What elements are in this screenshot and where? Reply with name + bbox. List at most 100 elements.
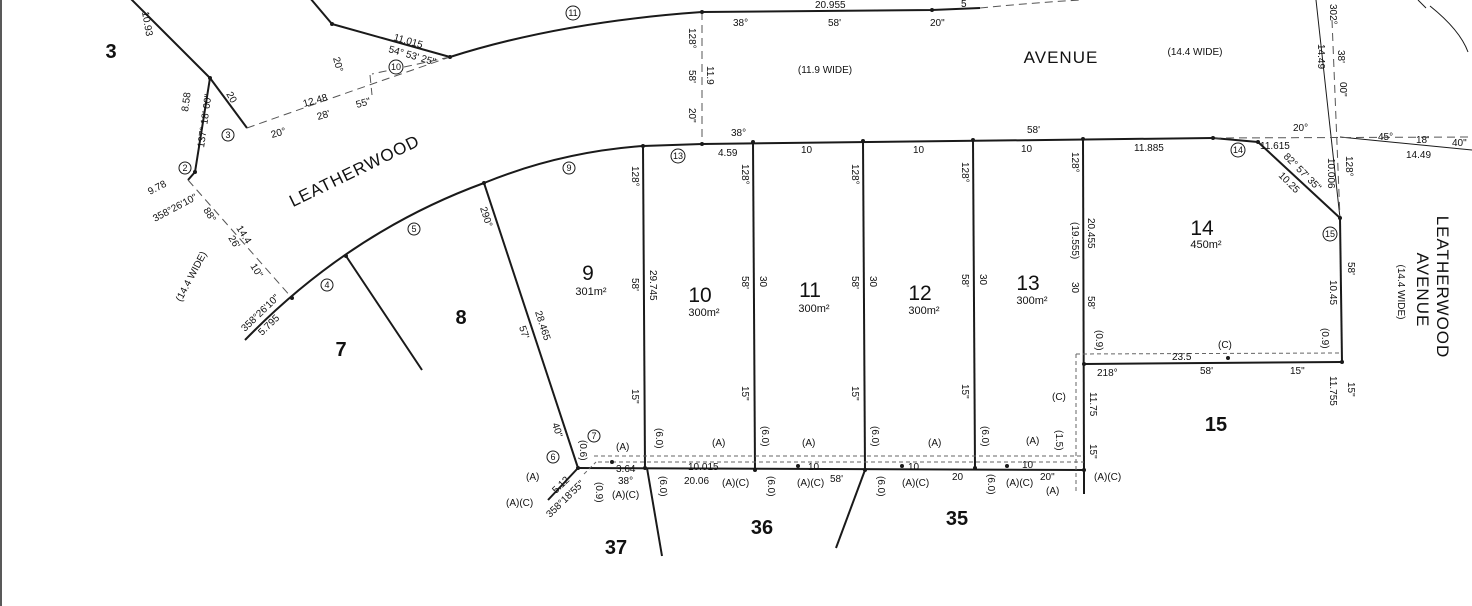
dimension: 12.48 — [302, 92, 330, 110]
dimension: 20° — [330, 56, 345, 73]
dimension: (0.9) — [1319, 328, 1330, 349]
dimension: 10.006 — [1325, 158, 1336, 189]
lot-number: 11 — [799, 279, 821, 302]
lot-boundary — [194, 77, 211, 173]
dimension: 10 — [913, 145, 925, 156]
lot-boundary — [130, 0, 211, 79]
road-centreline — [369, 74, 373, 96]
neighbour-lot: 7 — [335, 339, 346, 361]
svg-text:5: 5 — [411, 224, 416, 234]
svg-text:2: 2 — [182, 163, 187, 173]
dimension: 15" — [1290, 366, 1305, 377]
dimension: 10 — [801, 145, 813, 156]
dimension: (6.0) — [759, 426, 770, 447]
road-name-avenue: AVENUE — [1024, 48, 1099, 67]
dimension: 20 — [952, 472, 964, 483]
lot-number: 10 — [688, 284, 711, 307]
dimension: 10.015 — [688, 462, 719, 473]
lot-boundary — [835, 469, 866, 549]
dimension: 137° 18' 00" — [196, 93, 214, 148]
road-centreline — [246, 56, 451, 129]
frontage-line — [701, 137, 1214, 145]
leatherwood-boundary — [244, 143, 703, 341]
svg-text:6: 6 — [550, 452, 555, 462]
dimension: 20.455 — [1085, 218, 1096, 249]
dimension: 10.45 — [1327, 280, 1338, 305]
dimension: 11.615 — [1260, 141, 1290, 152]
svg-text:9: 9 — [566, 163, 571, 173]
neighbour-lot: 8 — [455, 307, 466, 329]
lot-area: 300m² — [688, 307, 720, 319]
neighbour-lot-labels: 3 7 8 15 35 36 37 — [105, 41, 1227, 559]
dimension: 00" — [1337, 82, 1348, 97]
svg-text:14: 14 — [1233, 145, 1243, 155]
svg-text:11: 11 — [568, 8, 577, 18]
dimension: 302° — [1327, 4, 1338, 25]
point-marker: 15 — [1322, 226, 1338, 242]
road-centreline — [1212, 136, 1472, 139]
point-marker: 2 — [178, 161, 192, 175]
easement-line — [187, 179, 293, 299]
dimension: 20.955 — [815, 0, 846, 11]
dimension: 10.93 — [139, 11, 154, 38]
dimension: 15" — [849, 386, 860, 401]
easement-line — [1075, 352, 1341, 355]
point-marker: 6 — [546, 450, 560, 464]
lot-boundary — [483, 182, 579, 469]
dimension: 38° — [618, 476, 633, 487]
rear-boundary — [577, 467, 1085, 471]
lot-labels: 9 301m² 10 300m² 11 300m² 12 300m² 13 30… — [575, 217, 1222, 319]
lot-boundary — [642, 145, 646, 469]
dimension: (6.0) — [875, 476, 886, 497]
lot-boundary — [547, 467, 579, 501]
svg-text:15: 15 — [1325, 229, 1335, 239]
dimension: 15" — [629, 389, 640, 404]
road-name-leatherwood: LEATHERWOOD — [286, 131, 423, 211]
dimension: 290° — [477, 206, 494, 229]
dimension: 58' — [1027, 125, 1040, 136]
dimension: 20" — [1040, 472, 1055, 483]
lot-boundary — [1083, 361, 1343, 365]
dimension: 30 — [1069, 282, 1080, 294]
dimension: 88° — [200, 206, 217, 225]
road-width-mid: (11.9 WIDE) — [798, 65, 852, 76]
road-width-avenue: (14.4 WIDE) — [1167, 47, 1222, 58]
lot-boundary — [345, 255, 423, 371]
avenue-boundary — [449, 7, 981, 58]
dimension: 128° — [849, 164, 860, 185]
dimension: 14.49 — [1406, 150, 1431, 161]
dimension: 58' — [739, 276, 750, 289]
dimension: 29.745 — [647, 270, 658, 301]
dimension: (A)(C) — [1006, 478, 1033, 489]
lot-area: 300m² — [908, 305, 940, 317]
dimension: (A) — [802, 438, 815, 449]
dimension: 128° — [959, 162, 970, 183]
dimension: 20 — [223, 90, 238, 106]
road-name-right-2: AVENUE — [1413, 253, 1432, 328]
point-marker: 10 — [388, 59, 404, 75]
dimension: 11.75 — [1087, 392, 1098, 417]
dimension: 38' — [1335, 50, 1346, 63]
svg-text:7: 7 — [591, 431, 596, 441]
dimension: 18' — [1416, 135, 1429, 146]
point-marker: 5 — [407, 222, 421, 236]
neighbour-lot: 37 — [605, 537, 627, 559]
road-centreline — [979, 0, 1081, 9]
dimension: 30 — [757, 276, 768, 288]
dimension: (6.0) — [985, 474, 996, 495]
dimension: 20" — [686, 108, 697, 123]
lot-boundary — [862, 140, 866, 471]
dimension: (A)(C) — [722, 478, 749, 489]
dimension: (C) — [1052, 392, 1066, 403]
svg-text:3: 3 — [225, 130, 230, 140]
road-edge — [1315, 0, 1341, 219]
dimension: 10 — [1021, 144, 1033, 155]
point-marker: 14 — [1230, 142, 1246, 158]
dimension: 358°26'10" — [151, 192, 199, 225]
dimension: 128° — [686, 28, 697, 49]
dimensions: 10.93 11.015 54° 53' 25" 20° 12.48 28' 5… — [139, 0, 1467, 520]
road-edge — [1429, 5, 1469, 53]
dimension: (6.0) — [765, 476, 776, 497]
dimension: 58' — [1200, 366, 1213, 377]
